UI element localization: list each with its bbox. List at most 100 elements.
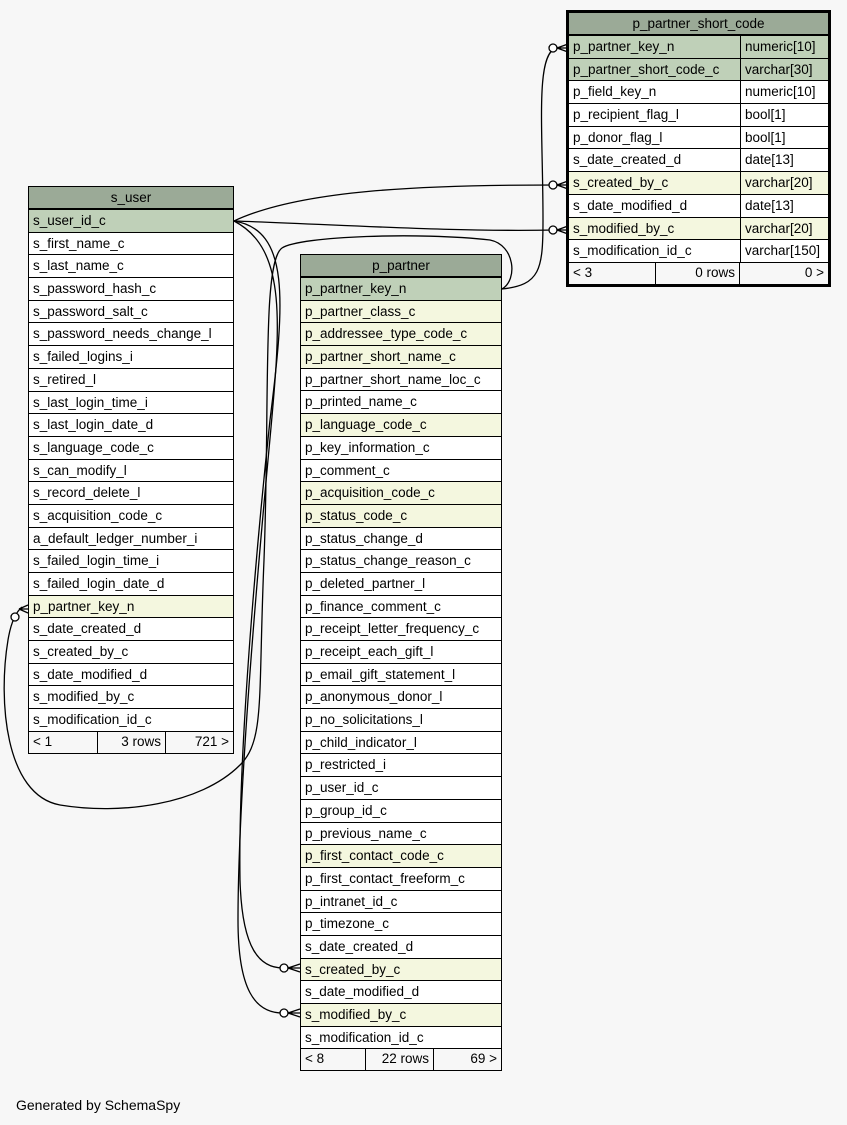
column-name: p_partner_short_name_c: [301, 346, 501, 368]
column-row[interactable]: s_date_created_d: [29, 618, 233, 641]
column-name: p_partner_key_n: [569, 36, 740, 58]
column-row[interactable]: p_user_id_c: [301, 777, 501, 799]
column-row[interactable]: p_email_gift_statement_l: [301, 663, 501, 686]
column-name: p_partner_short_name_loc_c: [301, 368, 501, 391]
column-row[interactable]: s_last_name_c: [29, 255, 233, 278]
column-name: p_previous_name_c: [301, 822, 501, 845]
column-row[interactable]: p_deleted_partner_l: [301, 572, 501, 595]
column-row[interactable]: p_language_code_c: [301, 414, 501, 436]
column-row[interactable]: p_child_indicator_l: [301, 731, 501, 754]
column-row[interactable]: s_created_by_c: [301, 958, 501, 981]
column-row[interactable]: p_key_information_c: [301, 436, 501, 459]
column-name: p_group_id_c: [301, 799, 501, 822]
column-row[interactable]: s_record_delete_l: [29, 482, 233, 504]
column-row[interactable]: s_password_hash_c: [29, 278, 233, 300]
column-type: varchar[20]: [740, 172, 828, 194]
column-row[interactable]: p_status_change_d: [301, 527, 501, 550]
column-row[interactable]: p_printed_name_c: [301, 391, 501, 414]
column-row[interactable]: p_anonymous_donor_l: [301, 686, 501, 709]
column-row[interactable]: s_modified_by_c: [29, 686, 233, 709]
column-name: p_partner_key_n: [29, 595, 233, 618]
column-row[interactable]: s_last_login_time_i: [29, 391, 233, 414]
column-row[interactable]: p_status_code_c: [301, 504, 501, 527]
children-count[interactable]: 721 >: [165, 731, 233, 753]
column-row[interactable]: p_first_contact_code_c: [301, 845, 501, 867]
column-row[interactable]: s_date_modified_d: [301, 981, 501, 1003]
column-row[interactable]: p_group_id_c: [301, 799, 501, 822]
column-row[interactable]: p_partner_key_n: [301, 278, 501, 300]
column-row[interactable]: s_failed_logins_i: [29, 346, 233, 368]
column-row[interactable]: p_receipt_each_gift_l: [301, 641, 501, 663]
column-name: p_user_id_c: [301, 777, 501, 799]
column-row[interactable]: s_acquisition_code_c: [29, 504, 233, 527]
column-row[interactable]: s_created_by_c: [29, 641, 233, 663]
column-name: p_partner_key_n: [301, 278, 501, 300]
column-row[interactable]: s_date_created_d: [301, 935, 501, 958]
children-count[interactable]: 0 >: [739, 262, 828, 284]
column-type: date[13]: [740, 194, 828, 217]
table-title: p_partner: [301, 255, 501, 277]
column-row[interactable]: p_previous_name_c: [301, 822, 501, 845]
column-row[interactable]: p_acquisition_code_c: [301, 482, 501, 504]
column-row[interactable]: s_modified_by_c: [301, 1004, 501, 1026]
column-row[interactable]: p_comment_c: [301, 459, 501, 482]
column-name: p_timezone_c: [301, 913, 501, 935]
column-row[interactable]: p_intranet_id_c: [301, 890, 501, 913]
column-row[interactable]: p_receipt_letter_frequency_c: [301, 618, 501, 640]
column-row[interactable]: s_modification_id_c: [301, 1026, 501, 1049]
column-row[interactable]: s_retired_l: [29, 368, 233, 391]
column-row[interactable]: s_last_login_date_d: [29, 414, 233, 436]
edge-user-to-partner-created-by: [233, 220, 284, 969]
column-row[interactable]: p_finance_comment_c: [301, 595, 501, 618]
column-row[interactable]: p_partner_short_name_loc_c: [301, 368, 501, 391]
column-row[interactable]: a_default_ledger_number_i: [29, 527, 233, 550]
column-row[interactable]: s_date_modified_d: [29, 663, 233, 686]
column-row[interactable]: p_timezone_c: [301, 913, 501, 935]
edge-user-to-shortcode-modified-by: [233, 220, 557, 231]
column-row[interactable]: p_partner_short_name_c: [301, 346, 501, 368]
column-row[interactable]: p_status_change_reason_c: [301, 550, 501, 572]
parents-count[interactable]: < 8: [301, 1049, 365, 1071]
column-row[interactable]: s_failed_login_date_d: [29, 573, 233, 595]
column-type: numeric[10]: [740, 36, 828, 58]
column-row[interactable]: p_partner_key_n: [29, 595, 233, 618]
column-row[interactable]: s_failed_login_time_i: [29, 550, 233, 572]
column-row[interactable]: p_addressee_type_code_c: [301, 323, 501, 346]
column-row[interactable]: p_first_contact_freeform_c: [301, 867, 501, 890]
column-name: p_donor_flag_l: [569, 126, 740, 149]
edge-user-to-partner-modified-by: [233, 220, 284, 1014]
parents-count[interactable]: < 1: [29, 731, 97, 753]
column-name: s_failed_login_time_i: [29, 550, 233, 572]
table-footer: < 3 0 rows 0 >: [569, 262, 828, 284]
column-row[interactable]: s_user_id_c: [29, 210, 233, 232]
column-row[interactable]: s_first_name_c: [29, 232, 233, 255]
column-row[interactable]: p_no_solicitations_l: [301, 709, 501, 731]
parents-count[interactable]: < 3: [569, 262, 655, 284]
column-row[interactable]: s_can_modify_l: [29, 459, 233, 482]
column-row[interactable]: p_partner_class_c: [301, 300, 501, 323]
row-count: 3 rows: [97, 731, 165, 753]
column-row[interactable]: p_restricted_i: [301, 754, 501, 777]
column-row[interactable]: s_password_salt_c: [29, 300, 233, 323]
column-name: s_last_login_time_i: [29, 391, 233, 414]
column-name: s_can_modify_l: [29, 459, 233, 482]
column-row[interactable]: s_password_needs_change_l: [29, 323, 233, 346]
children-count[interactable]: 69 >: [433, 1049, 501, 1071]
column-row[interactable]: s_modification_id_c: [29, 709, 233, 731]
column-name: s_last_login_date_d: [29, 414, 233, 436]
column-row[interactable]: s_language_code_c: [29, 436, 233, 459]
